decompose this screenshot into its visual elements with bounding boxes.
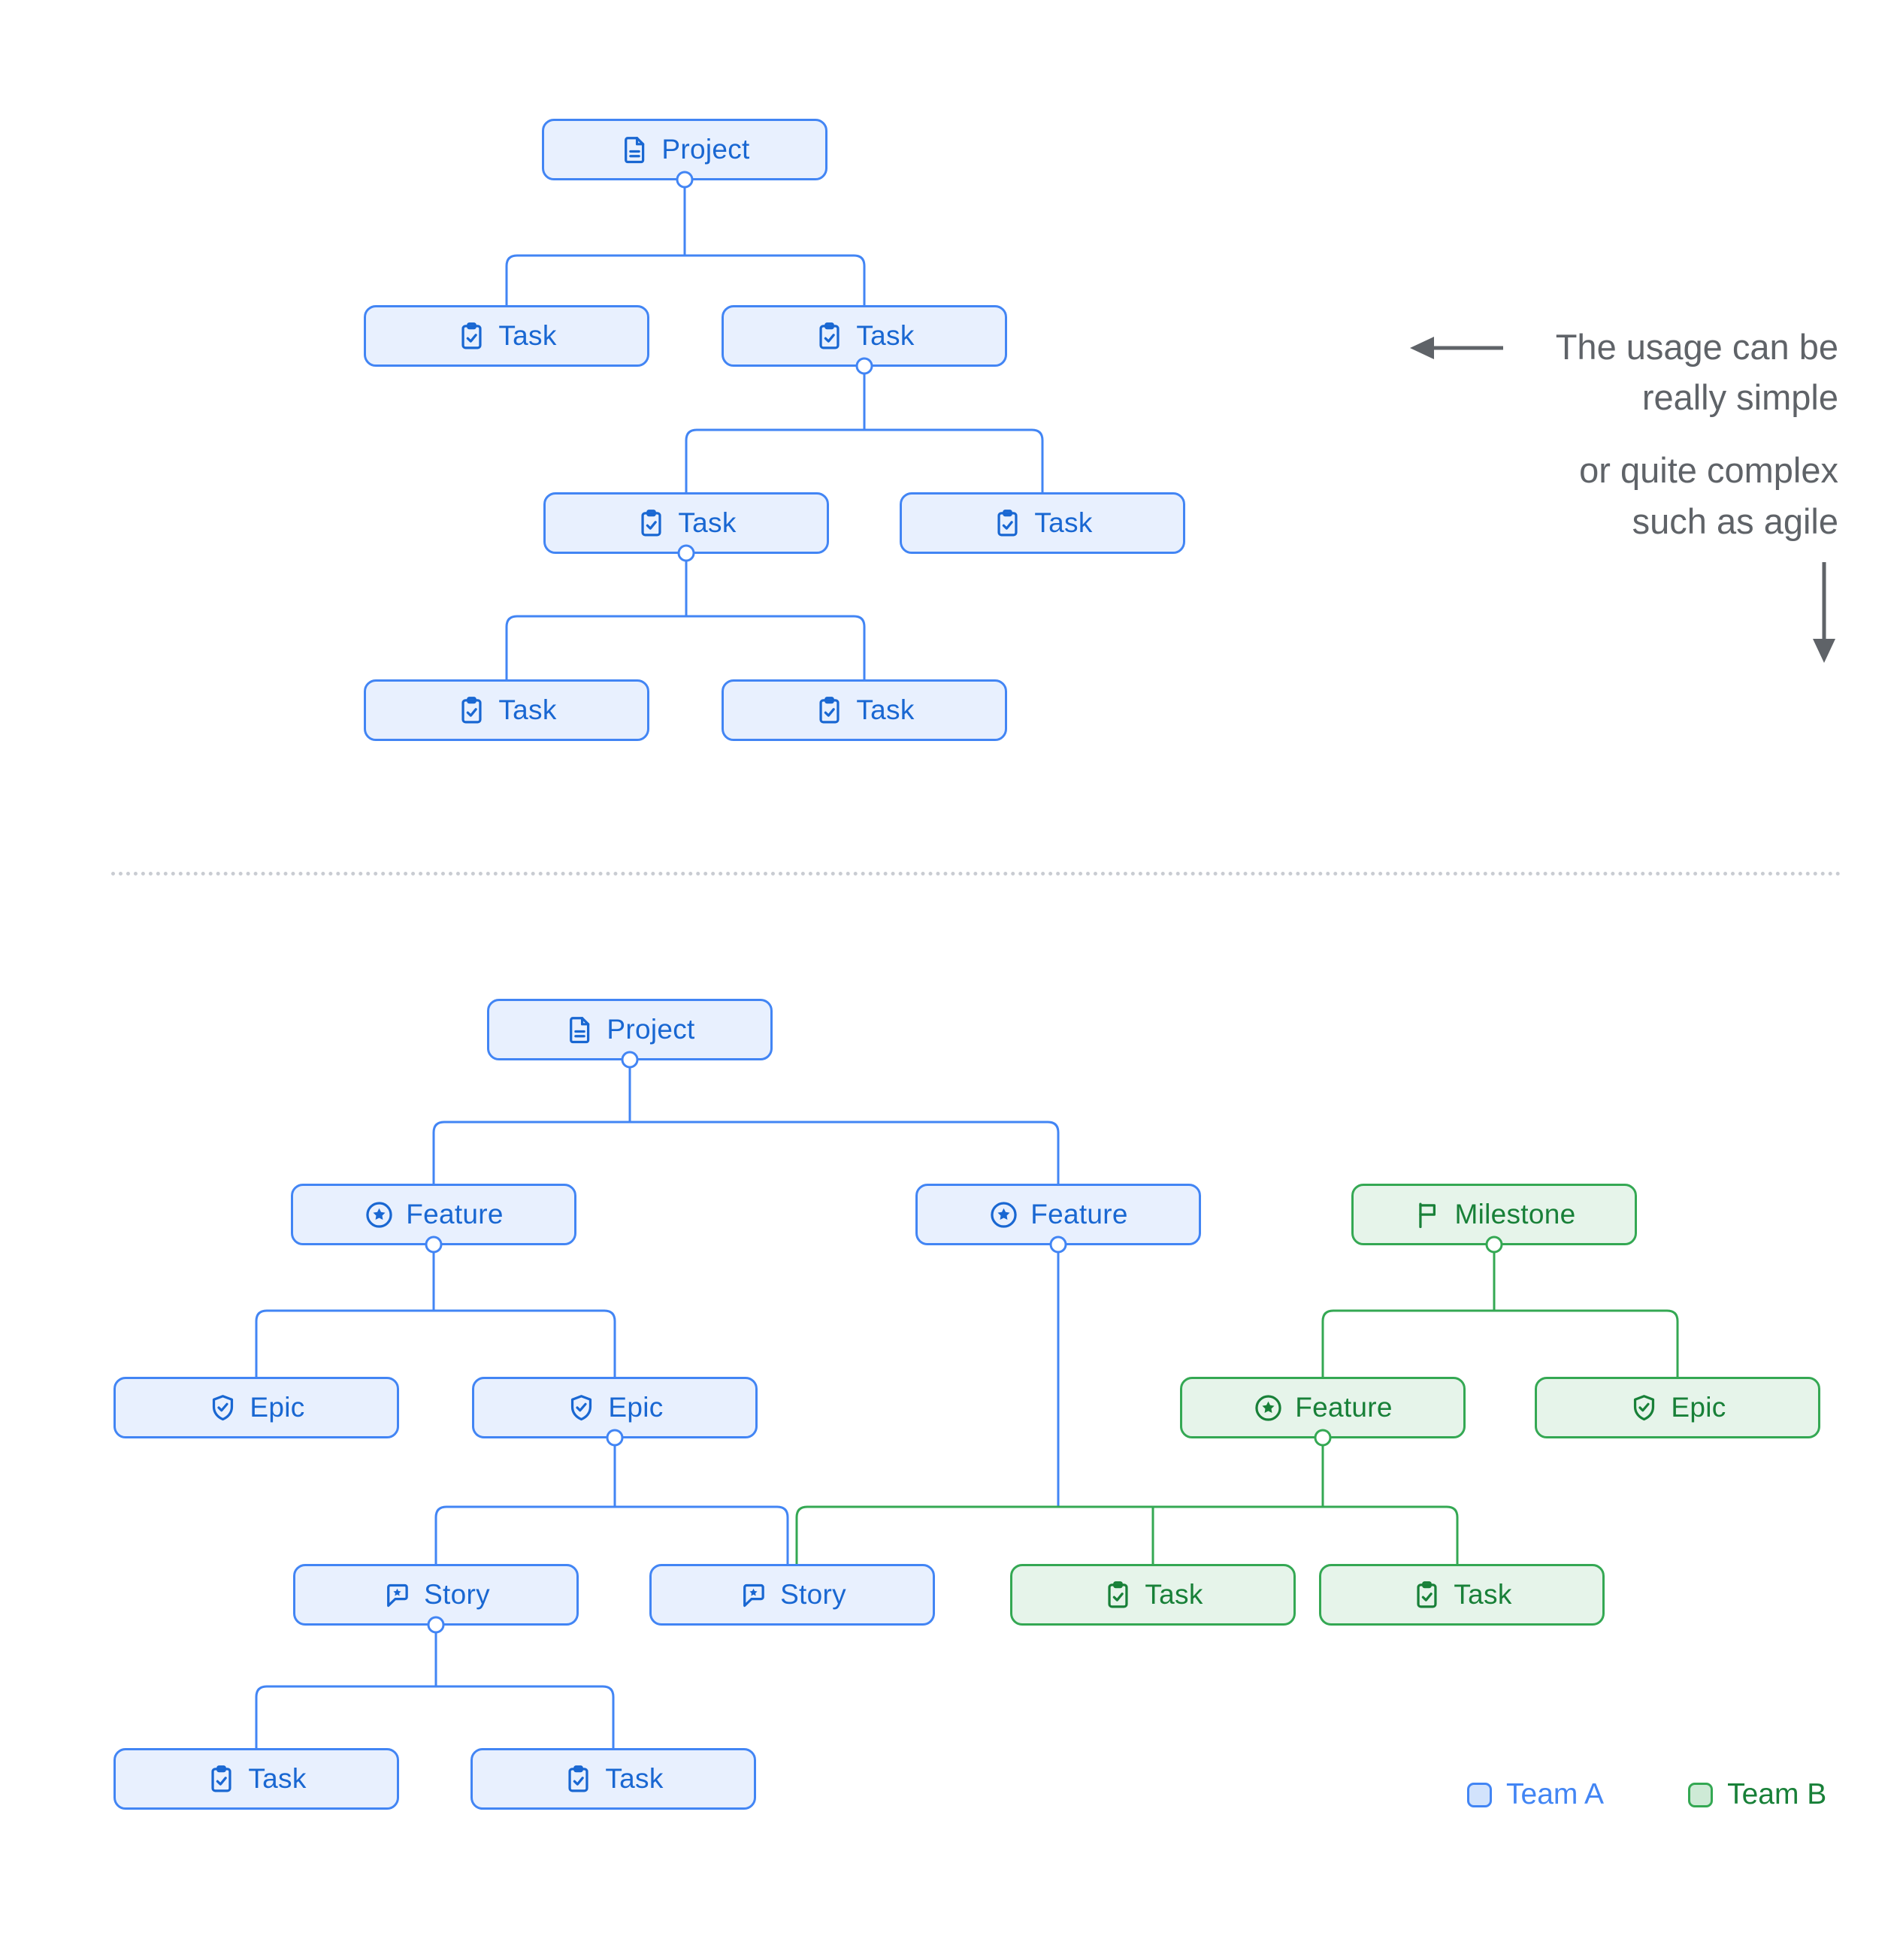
node-epic-ea1[interactable]: Epic bbox=[113, 1377, 399, 1438]
node-label: Feature bbox=[1030, 1199, 1128, 1230]
epic-icon bbox=[207, 1393, 238, 1423]
node-label: Task bbox=[605, 1763, 664, 1794]
task-icon bbox=[206, 1764, 237, 1795]
node-label: Feature bbox=[406, 1199, 504, 1230]
node-task-ta1[interactable]: Task bbox=[113, 1748, 399, 1810]
node-label: Task bbox=[678, 507, 737, 538]
task-icon bbox=[1411, 1580, 1442, 1611]
feature-icon bbox=[1253, 1393, 1284, 1423]
feature-icon bbox=[988, 1199, 1019, 1230]
story-icon bbox=[382, 1580, 413, 1611]
legend-item-team-a: Team A bbox=[1467, 1778, 1604, 1811]
node-task-tb1[interactable]: Task bbox=[1010, 1564, 1296, 1626]
node-task-t6[interactable]: Task bbox=[722, 679, 1007, 741]
node-task-tb2[interactable]: Task bbox=[1319, 1564, 1605, 1626]
task-icon bbox=[1103, 1580, 1133, 1611]
node-label: Project bbox=[661, 134, 750, 165]
annotation-line: The usage can be bbox=[1555, 327, 1838, 367]
node-epic-ea2[interactable]: Epic bbox=[472, 1377, 758, 1438]
team-a-swatch-icon bbox=[1467, 1782, 1492, 1807]
node-label: Task bbox=[498, 694, 557, 725]
node-project-p1[interactable]: Project bbox=[542, 119, 827, 180]
node-label: Task bbox=[1034, 507, 1093, 538]
legend: Team A Team B bbox=[1467, 1778, 1826, 1811]
annotation-line: such as agile bbox=[1632, 501, 1838, 541]
node-task-t3[interactable]: Task bbox=[543, 492, 829, 554]
node-label: Feature bbox=[1295, 1392, 1393, 1423]
legend-label-team-a: Team A bbox=[1506, 1778, 1605, 1810]
task-icon bbox=[814, 695, 845, 726]
node-task-t5[interactable]: Task bbox=[364, 679, 649, 741]
node-task-t1[interactable]: Task bbox=[364, 305, 649, 367]
milestone-icon bbox=[1412, 1199, 1443, 1230]
feature-icon bbox=[364, 1199, 395, 1230]
annotation-paragraph-1: The usage can be really simple bbox=[1357, 322, 1838, 422]
annotation-line: really simple bbox=[1641, 377, 1838, 418]
epic-icon bbox=[1629, 1393, 1659, 1423]
node-task-t2[interactable]: Task bbox=[722, 305, 1007, 367]
annotation-paragraph-2: or quite complex such as agile bbox=[1357, 445, 1838, 546]
task-icon bbox=[563, 1764, 594, 1795]
node-label: Epic bbox=[1671, 1392, 1726, 1423]
dotted-divider bbox=[111, 872, 1841, 876]
node-project-p2[interactable]: Project bbox=[487, 999, 773, 1060]
node-label: Task bbox=[856, 694, 915, 725]
node-label: Task bbox=[498, 320, 557, 351]
annotation-text: The usage can be really simple or quite … bbox=[1357, 322, 1838, 546]
team-b-swatch-icon bbox=[1688, 1782, 1714, 1807]
node-label: Task bbox=[1454, 1579, 1512, 1610]
node-label: Task bbox=[856, 320, 915, 351]
node-feature-fb[interactable]: Feature bbox=[1180, 1377, 1466, 1438]
annotation-line: or quite complex bbox=[1579, 450, 1838, 491]
legend-item-team-b: Team B bbox=[1688, 1778, 1826, 1811]
task-icon bbox=[992, 508, 1023, 539]
document-icon bbox=[619, 135, 650, 165]
node-feature-fa1[interactable]: Feature bbox=[291, 1184, 576, 1245]
node-label: Story bbox=[424, 1579, 490, 1610]
node-label: Task bbox=[248, 1763, 307, 1794]
task-icon bbox=[456, 695, 487, 726]
node-label: Task bbox=[1145, 1579, 1203, 1610]
node-story-sa2[interactable]: Story bbox=[649, 1564, 935, 1626]
node-label: Milestone bbox=[1454, 1199, 1576, 1230]
legend-label-team-b: Team B bbox=[1727, 1778, 1827, 1810]
task-icon bbox=[636, 508, 667, 539]
epic-icon bbox=[566, 1393, 597, 1423]
task-icon bbox=[814, 321, 845, 352]
node-story-sa1[interactable]: Story bbox=[293, 1564, 579, 1626]
node-epic-eb[interactable]: Epic bbox=[1535, 1377, 1820, 1438]
node-label: Project bbox=[607, 1014, 695, 1045]
node-label: Story bbox=[780, 1579, 846, 1610]
node-milestone-ms[interactable]: Milestone bbox=[1351, 1184, 1637, 1245]
task-icon bbox=[456, 321, 487, 352]
node-label: Epic bbox=[250, 1392, 305, 1423]
node-task-t4[interactable]: Task bbox=[900, 492, 1185, 554]
document-icon bbox=[564, 1015, 595, 1045]
story-icon bbox=[738, 1580, 769, 1611]
node-label: Epic bbox=[608, 1392, 664, 1423]
node-feature-fa2[interactable]: Feature bbox=[915, 1184, 1201, 1245]
node-task-ta2[interactable]: Task bbox=[470, 1748, 756, 1810]
